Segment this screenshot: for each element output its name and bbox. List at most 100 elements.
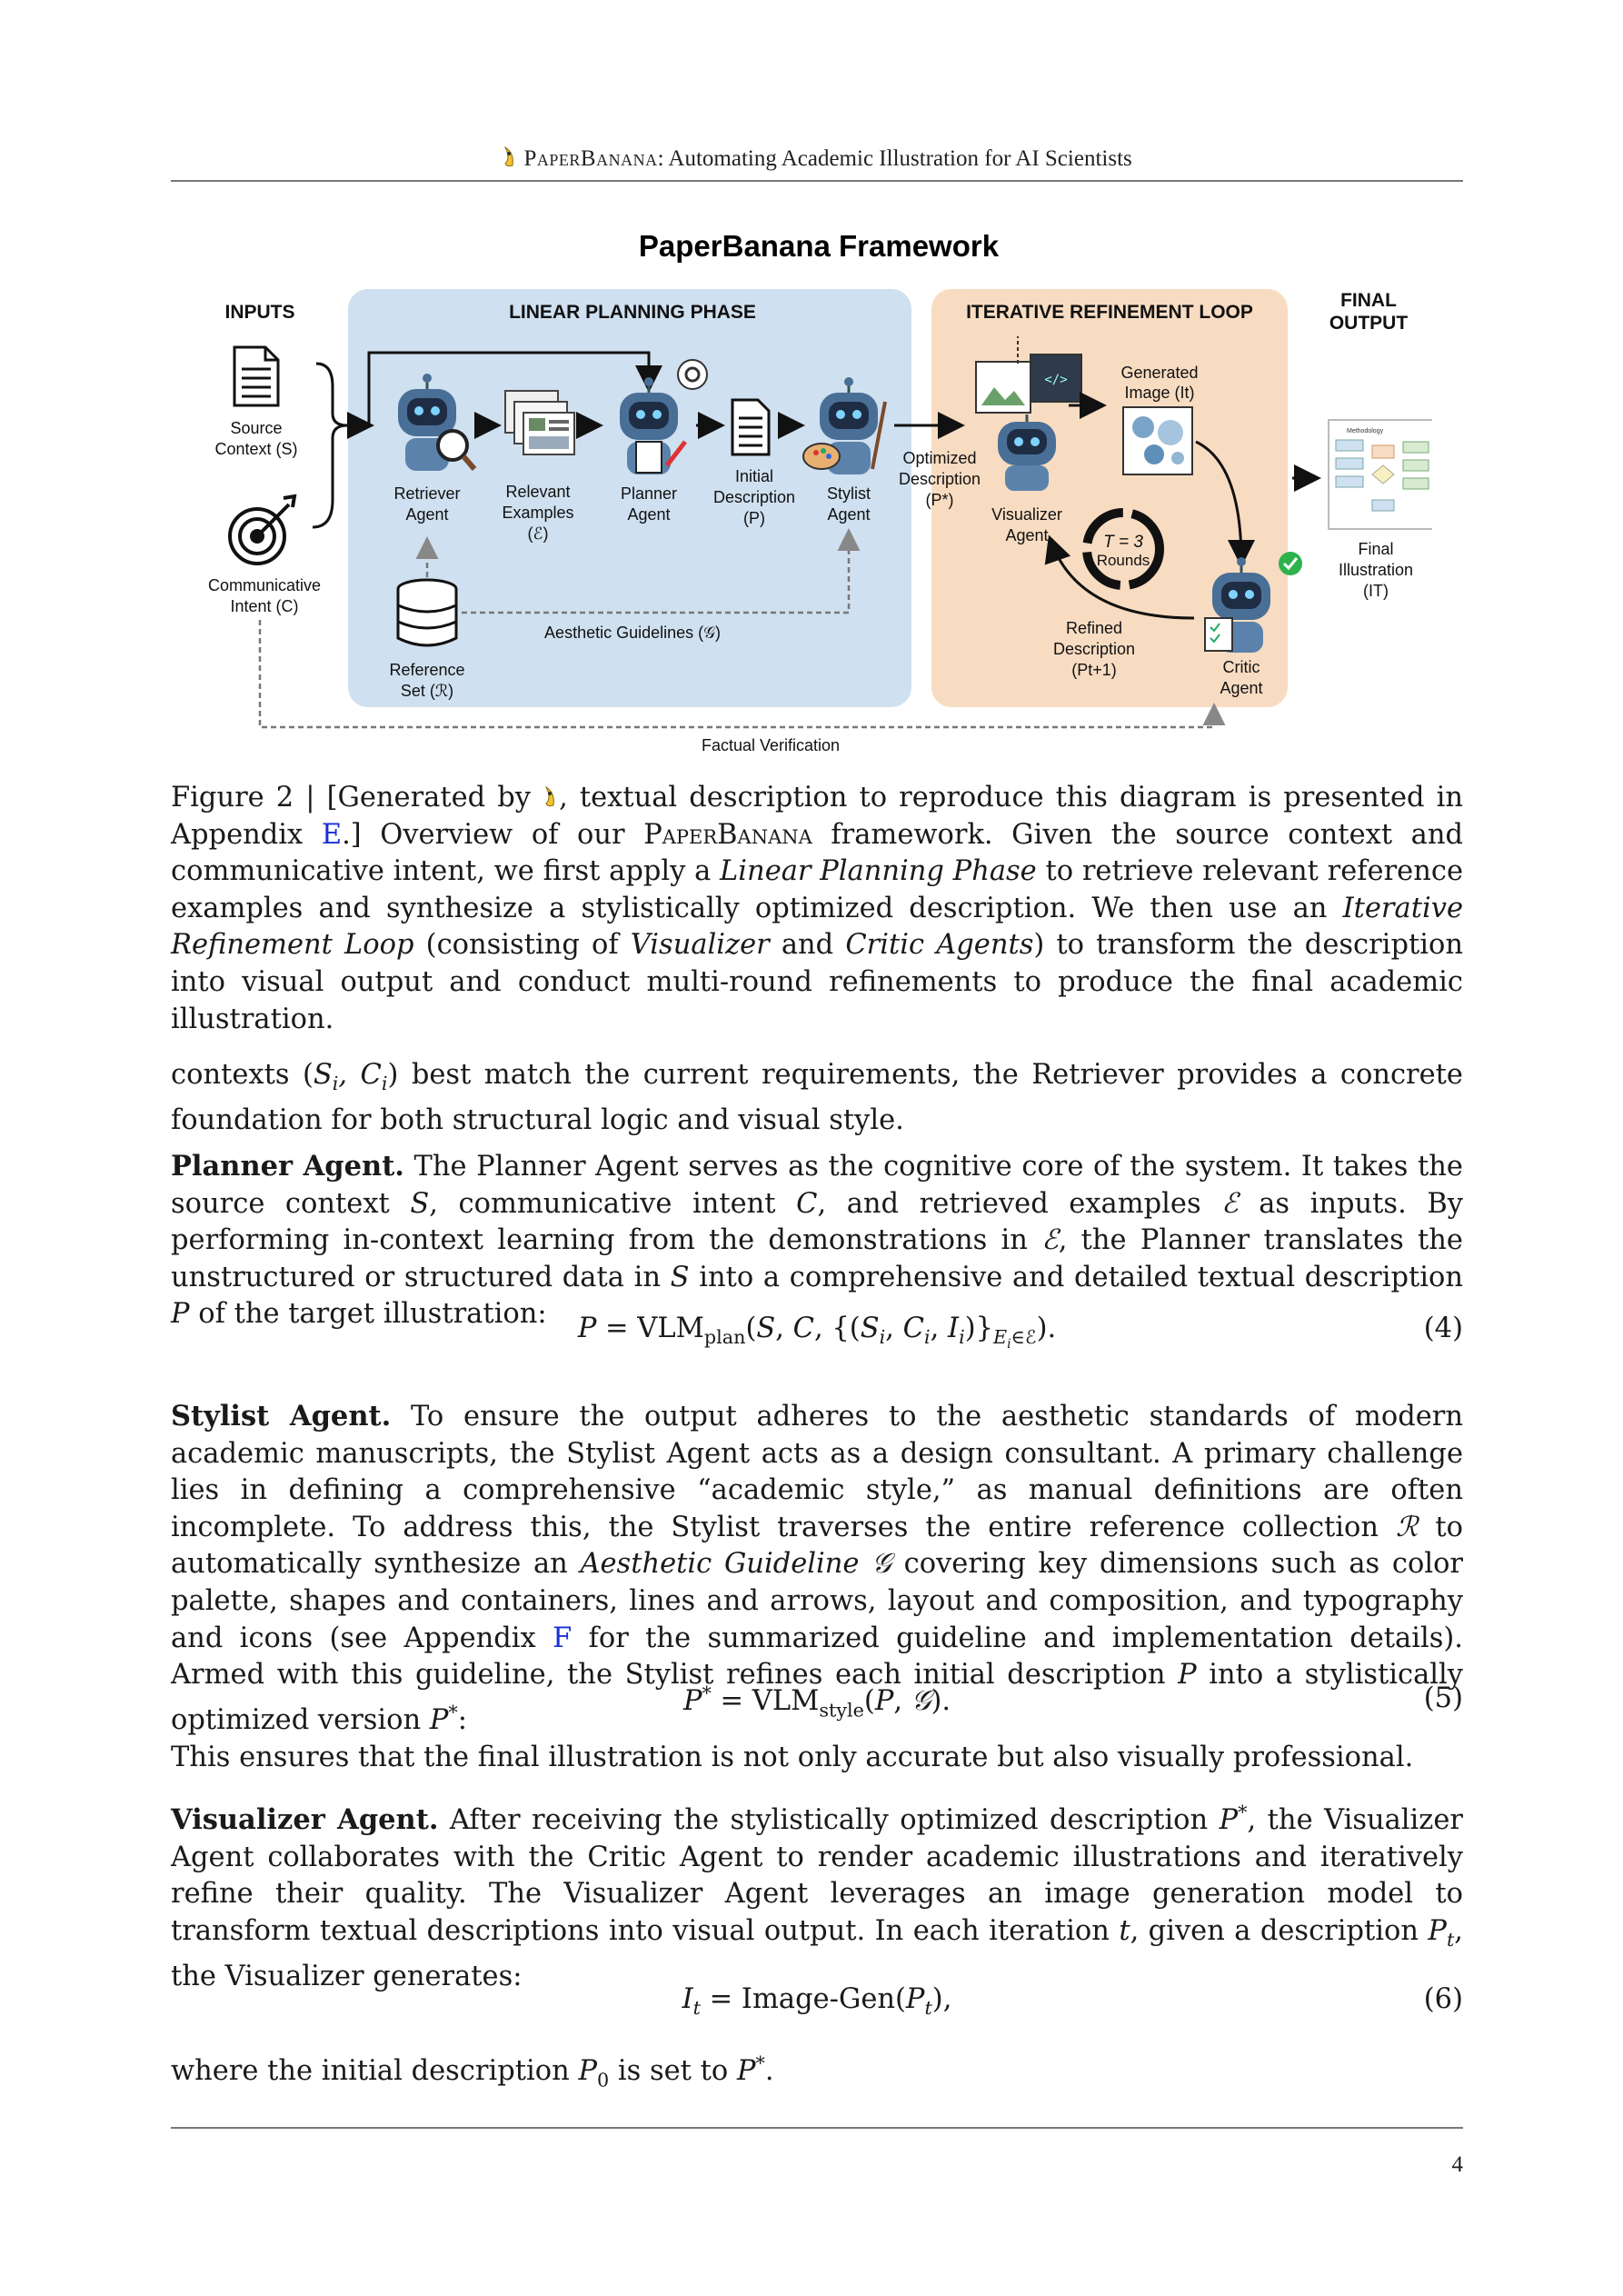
- paragraph-where: where the initial description P0 is set …: [171, 2052, 774, 2091]
- stylist-text-4: for the summarized guideline and impleme…: [171, 1622, 1463, 1692]
- reference-label-2: Set (ℛ): [401, 682, 453, 700]
- visualizer-label-1: Visualizer: [991, 505, 1062, 524]
- planner-robot-icon: [620, 359, 708, 474]
- stylist-robot-icon: [802, 377, 887, 474]
- running-header: PaperBanana: Automating Academic Illustr…: [171, 145, 1463, 172]
- initial-label-1: Initial: [735, 467, 773, 485]
- initial-label-2: Description: [713, 488, 795, 506]
- source-label-2: Context (S): [214, 440, 297, 458]
- relevant-label-1: Relevant: [505, 483, 570, 501]
- relevant-label-3: (ℰ): [528, 524, 549, 543]
- footer-rule: [171, 2127, 1463, 2129]
- planner-text-5: , the Planner translates the unstructure…: [171, 1224, 1463, 1293]
- figure-title: PaperBanana Framework: [639, 229, 1000, 263]
- rounds-label-2: Rounds: [1097, 552, 1150, 569]
- initial-doc-icon: [731, 398, 771, 456]
- generated-label-1: Generated: [1120, 364, 1198, 382]
- planner-label-2: Agent: [627, 505, 670, 524]
- caption-text-6: ) to transform the description into visu…: [171, 929, 1463, 1035]
- paragraph-stylist: Stylist Agent. To ensure the output adhe…: [171, 1400, 1464, 1736]
- inputs-heading: INPUTS: [224, 302, 294, 323]
- where-text-2: is set to: [609, 2055, 737, 2088]
- document-icon: [233, 345, 280, 407]
- stylist-text-2: to automatically synthesize an: [171, 1511, 1463, 1581]
- caption-linear-phase: Linear Planning Phase: [720, 855, 1037, 888]
- final-label-2: Illustration: [1339, 561, 1413, 579]
- caption-text-3: to retrieve relevant reference examples …: [171, 855, 1464, 924]
- stylist-heading: Stylist Agent.: [171, 1400, 392, 1433]
- caption-visualizer: Visualizer: [630, 929, 770, 962]
- reference-label-1: Reference: [389, 661, 464, 679]
- linear-heading: LINEAR PLANNING PHASE: [509, 302, 756, 323]
- paragraph-ensures: This ensures that the final illustration…: [171, 1740, 1463, 1777]
- refined-label-2: Description: [1053, 640, 1135, 658]
- rounds-label-1: T = 3: [1103, 533, 1143, 552]
- paragraph-retriever-tail: contexts (Si, Ci) best match the current…: [171, 1059, 1463, 1136]
- visualizer-text-4: , the Visualizer generates:: [171, 1914, 1463, 1992]
- final-illustration-thumbnail: Methodology: [1328, 419, 1437, 530]
- planner-text-3: , and retrieved examples: [817, 1187, 1222, 1220]
- visualizer-text-2: , the Visualizer Agent collaborates with…: [171, 1804, 1464, 1947]
- svg-text:</>: </>: [1044, 373, 1067, 387]
- visualizer-text-1: After receiving the stylistically optimi…: [438, 1804, 1220, 1837]
- stylist-label-1: Stylist: [827, 484, 871, 503]
- intent-label-2: Intent (C): [230, 597, 298, 615]
- caption-text-2: framework. Given the source context and …: [171, 818, 1463, 888]
- optimized-label-2: Description: [899, 470, 981, 488]
- ensures-text: This ensures that the final illustration…: [171, 1742, 1414, 1773]
- generated-label-2: Image (It): [1124, 384, 1194, 402]
- source-label-1: Source: [230, 419, 282, 437]
- stylist-text-1: To ensure the output adheres to the aest…: [171, 1401, 1463, 1543]
- target-icon: [228, 494, 297, 565]
- final-label-3: (IT): [1363, 582, 1389, 600]
- bypass-arrow: [367, 351, 662, 425]
- where-text-1: where the initial description: [171, 2055, 579, 2088]
- equation-5: P* = VLMstyle(P, 𝒢). (5): [682, 1682, 1463, 1722]
- appendix-f-link[interactable]: F: [553, 1622, 573, 1654]
- equation-4: P = VLMplan(S, C, {(Si, Ci, Ii)}Ei∈ℰ). (…: [577, 1313, 1463, 1353]
- critic-robot-icon: [1204, 557, 1270, 653]
- optimized-label-1: Optimized: [902, 449, 976, 467]
- appendix-e-link[interactable]: E: [321, 818, 343, 851]
- initial-label-3: (P): [743, 509, 765, 527]
- visualizer-label-2: Agent: [1005, 526, 1048, 544]
- p0-text-a: contexts (: [171, 1059, 314, 1091]
- factual-label: Factual Verification: [702, 736, 840, 754]
- database-icon: [396, 578, 458, 647]
- paragraph-visualizer: Visualizer Agent. After receiving the st…: [171, 1802, 1464, 1992]
- stylist-aesthetic-guideline: Aesthetic Guideline: [580, 1548, 860, 1581]
- intent-label-1: Communicative: [208, 576, 321, 594]
- planner-label-1: Planner: [621, 484, 677, 503]
- banana-logo-icon: [502, 145, 518, 169]
- caption-text-1: Overview of our: [380, 818, 644, 851]
- visualizer-text-3: , given a description: [1130, 1914, 1429, 1947]
- refined-label-1: Refined: [1066, 619, 1122, 637]
- caption-text-5: and: [769, 929, 846, 962]
- planner-text-6: into a comprehensive and detailed textua…: [689, 1261, 1463, 1293]
- stylist-label-2: Agent: [827, 505, 870, 524]
- page-number: 4: [1451, 2152, 1464, 2177]
- relevant-label-2: Examples: [502, 504, 573, 522]
- refresh-cycle-icon: [1082, 508, 1164, 590]
- equation-6: It = Image-Gen(Pt), (6): [682, 1983, 1463, 2020]
- critic-label-2: Agent: [1220, 679, 1262, 697]
- equation-6-number: (6): [1423, 1983, 1463, 2015]
- retriever-label-1: Retriever: [393, 484, 460, 503]
- planner-text-2: , communicative intent: [429, 1187, 797, 1220]
- refined-label-3: (Pt+1): [1071, 661, 1117, 679]
- equation-4-number: (4): [1423, 1313, 1463, 1344]
- planner-text-7: of the target illustration:: [189, 1298, 547, 1331]
- caption-iterative-loop: Iterative Refinement Loop: [171, 892, 1463, 962]
- equation-5-number: (5): [1423, 1682, 1463, 1714]
- framework-figure: PaperBanana Framework INPUTS LINEAR PLAN…: [205, 227, 1437, 759]
- visualizer-robot-icon: </>: [975, 354, 1082, 491]
- planner-heading: Planner Agent.: [171, 1150, 404, 1183]
- iterative-heading: ITERATIVE REFINEMENT LOOP: [966, 302, 1253, 323]
- stylist-text-3: covering key dimensions such as color pa…: [171, 1548, 1464, 1654]
- retriever-label-2: Agent: [405, 505, 448, 524]
- caption-label-cont: , textual description to reproduce this …: [171, 782, 1464, 851]
- examples-stack-icon: [504, 390, 575, 455]
- p0-text-b: ) best match the current requirements, t…: [171, 1059, 1463, 1136]
- caption-critic-agents: Critic Agents: [845, 929, 1034, 962]
- header-title: : Automating Academic Illustration for A…: [657, 146, 1132, 171]
